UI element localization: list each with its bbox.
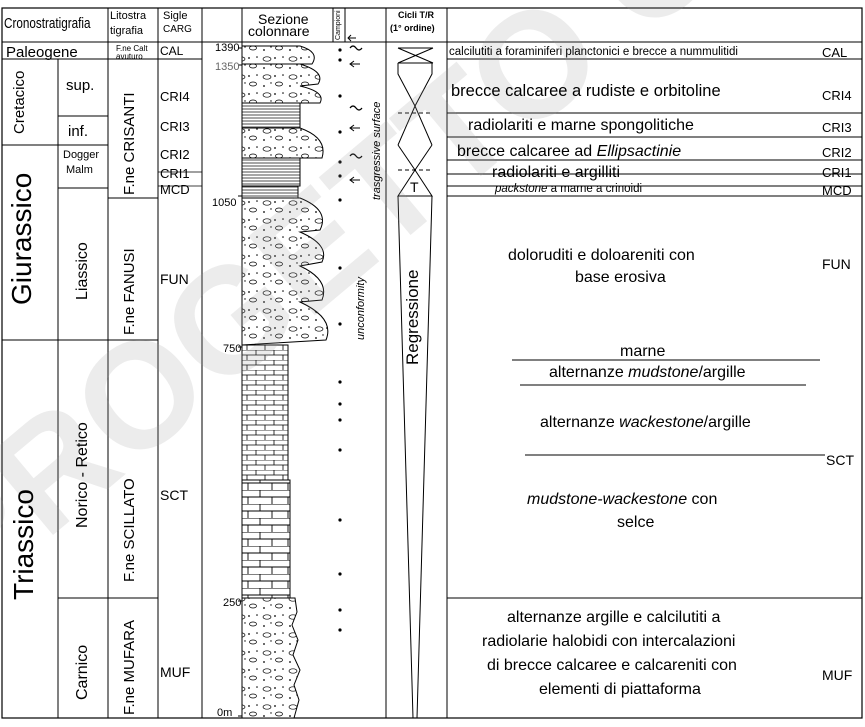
desc-sct-mud-text: con — [687, 491, 718, 508]
desc-sct-alt1-b: mudstone — [628, 364, 699, 381]
code-sct: SCT — [826, 452, 854, 468]
header-campioni: Campioni — [335, 10, 342, 40]
desc-cal: calcilutiti a foraminiferi planctonici e… — [449, 46, 738, 58]
sigla-cri1: CRI1 — [160, 166, 190, 181]
sigla-cri4: CRI4 — [160, 89, 190, 104]
desc-cri2-text: brecce calcaree ad — [457, 143, 597, 160]
code-cri4: CRI4 — [822, 88, 852, 103]
header-sigle-1: Sigle — [163, 10, 188, 22]
header-sezione-1: Sezione — [258, 11, 309, 27]
epoch-carnico: Carnico — [74, 644, 91, 700]
period-giurassico: Giurassico — [6, 172, 37, 305]
header-sigle-2: CARG — [163, 24, 192, 35]
trasgressive-surface-label: trasgressive surface — [371, 101, 383, 200]
desc-fun-2: base erosiva — [575, 269, 666, 286]
desc-sct-alt1-c: /argille — [698, 364, 746, 381]
period-triassico: Triassico — [8, 489, 39, 600]
desc-cri2: brecce calcaree ad Ellipsactinie — [457, 144, 681, 160]
desc-cri2-italic: Ellipsactinie — [596, 143, 682, 160]
header-cicli-1: Cicli T/R — [398, 10, 435, 20]
code-cri3: CRI3 — [822, 120, 852, 135]
scale-0m: 0m — [217, 707, 233, 719]
desc-muf-2: radiolarie halobidi con intercalazioni — [482, 633, 736, 650]
epoch-sup: sup. — [66, 77, 95, 94]
sigla-sct: SCT — [160, 487, 188, 503]
scale-1390: 1390 — [215, 42, 240, 54]
desc-sct-alt1-a: alternanze — [549, 364, 629, 381]
desc-muf-1: alternanze argille e calcilutiti a — [507, 609, 721, 626]
desc-sct-alt2-c: /argille — [703, 414, 751, 431]
regressione-label: Regressione — [403, 269, 422, 365]
sigla-mcd: MCD — [160, 182, 190, 197]
period-paleogene: Paleogene — [6, 44, 78, 61]
code-mcd: MCD — [822, 183, 852, 198]
desc-muf-4: elementi di piattaforma — [539, 681, 701, 698]
header-litostratigrafia-2: tigrafia — [110, 25, 144, 37]
formation-mufara: F.ne MUFARA — [121, 619, 138, 715]
epoch-dogger: Dogger — [63, 149, 100, 161]
code-cri1: CRI1 — [822, 165, 852, 180]
desc-fun-1: doloruditi e doloareniti con — [508, 247, 695, 264]
sigla-fun: FUN — [160, 271, 189, 287]
desc-sct-alt1: alternanze mudstone/argille — [549, 365, 746, 381]
desc-sct-alt2-b: wackestone — [619, 414, 704, 431]
desc-mcd: packstone a marne a crinoidi — [495, 183, 643, 196]
sigla-cri2: CRI2 — [160, 147, 190, 162]
header-litostratigrafia-1: Litostra — [110, 10, 147, 22]
desc-cri3: radiolariti e marne spongolitiche — [468, 117, 694, 134]
formation-crisanti: F.ne CRISANTI — [121, 92, 138, 195]
desc-mcd-text: a marne a crinoidi — [547, 183, 643, 195]
code-cal: CAL — [822, 45, 848, 60]
epoch-liassico: Liassico — [74, 242, 91, 300]
transgression-t-label: T — [410, 179, 419, 195]
epoch-norico-retico: Norico - Retico — [74, 422, 91, 528]
scale-1350: 1350 — [215, 61, 240, 73]
sigla-cri3: CRI3 — [160, 119, 190, 134]
scale-1050: 1050 — [212, 197, 237, 209]
unconformity-label: unconformity — [355, 277, 367, 340]
formation-caltavuturo-2: avuturo — [116, 52, 143, 61]
formation-caltavuturo-1: F.ne Calt — [116, 44, 148, 53]
header-sezione-2: colonnare — [248, 23, 310, 39]
sigla-cal: CAL — [160, 44, 184, 58]
desc-muf-3: di brecce calcaree e calcareniti con — [487, 657, 737, 674]
period-cretacico: Cretacico — [11, 70, 28, 134]
formation-scillato: F.ne SCILLATO — [121, 478, 138, 582]
sigla-muf: MUF — [160, 664, 191, 680]
epoch-malm: Malm — [66, 164, 93, 176]
header-cicli-2: (1° ordine) — [390, 23, 435, 33]
desc-sct-mud-2: selce — [617, 514, 655, 531]
desc-sct-mud-1: mudstone-wackestone con — [527, 492, 717, 508]
desc-sct-mud-italic: mudstone-wackestone — [527, 491, 688, 508]
code-cri2: CRI2 — [822, 145, 852, 160]
desc-sct-marne: marne — [620, 343, 666, 360]
code-muf: MUF — [822, 667, 853, 683]
epoch-inf: inf. — [68, 123, 89, 140]
desc-cri4: brecce calcaree a rudiste e orbitoline — [451, 82, 721, 100]
scale-750: 750 — [223, 343, 242, 355]
desc-sct-alt2-a: alternanze — [540, 414, 620, 431]
code-fun: FUN — [822, 256, 851, 272]
desc-mcd-italic: packstone — [495, 183, 548, 195]
desc-sct-alt2: alternanze wackestone/argille — [540, 415, 751, 431]
desc-cri1: radiolariti e argilliti — [492, 164, 621, 181]
header-cronostratigrafia: Cronostratigrafia — [4, 15, 91, 32]
scale-250: 250 — [223, 597, 242, 609]
formation-fanusi: F.ne FANUSI — [121, 248, 138, 335]
